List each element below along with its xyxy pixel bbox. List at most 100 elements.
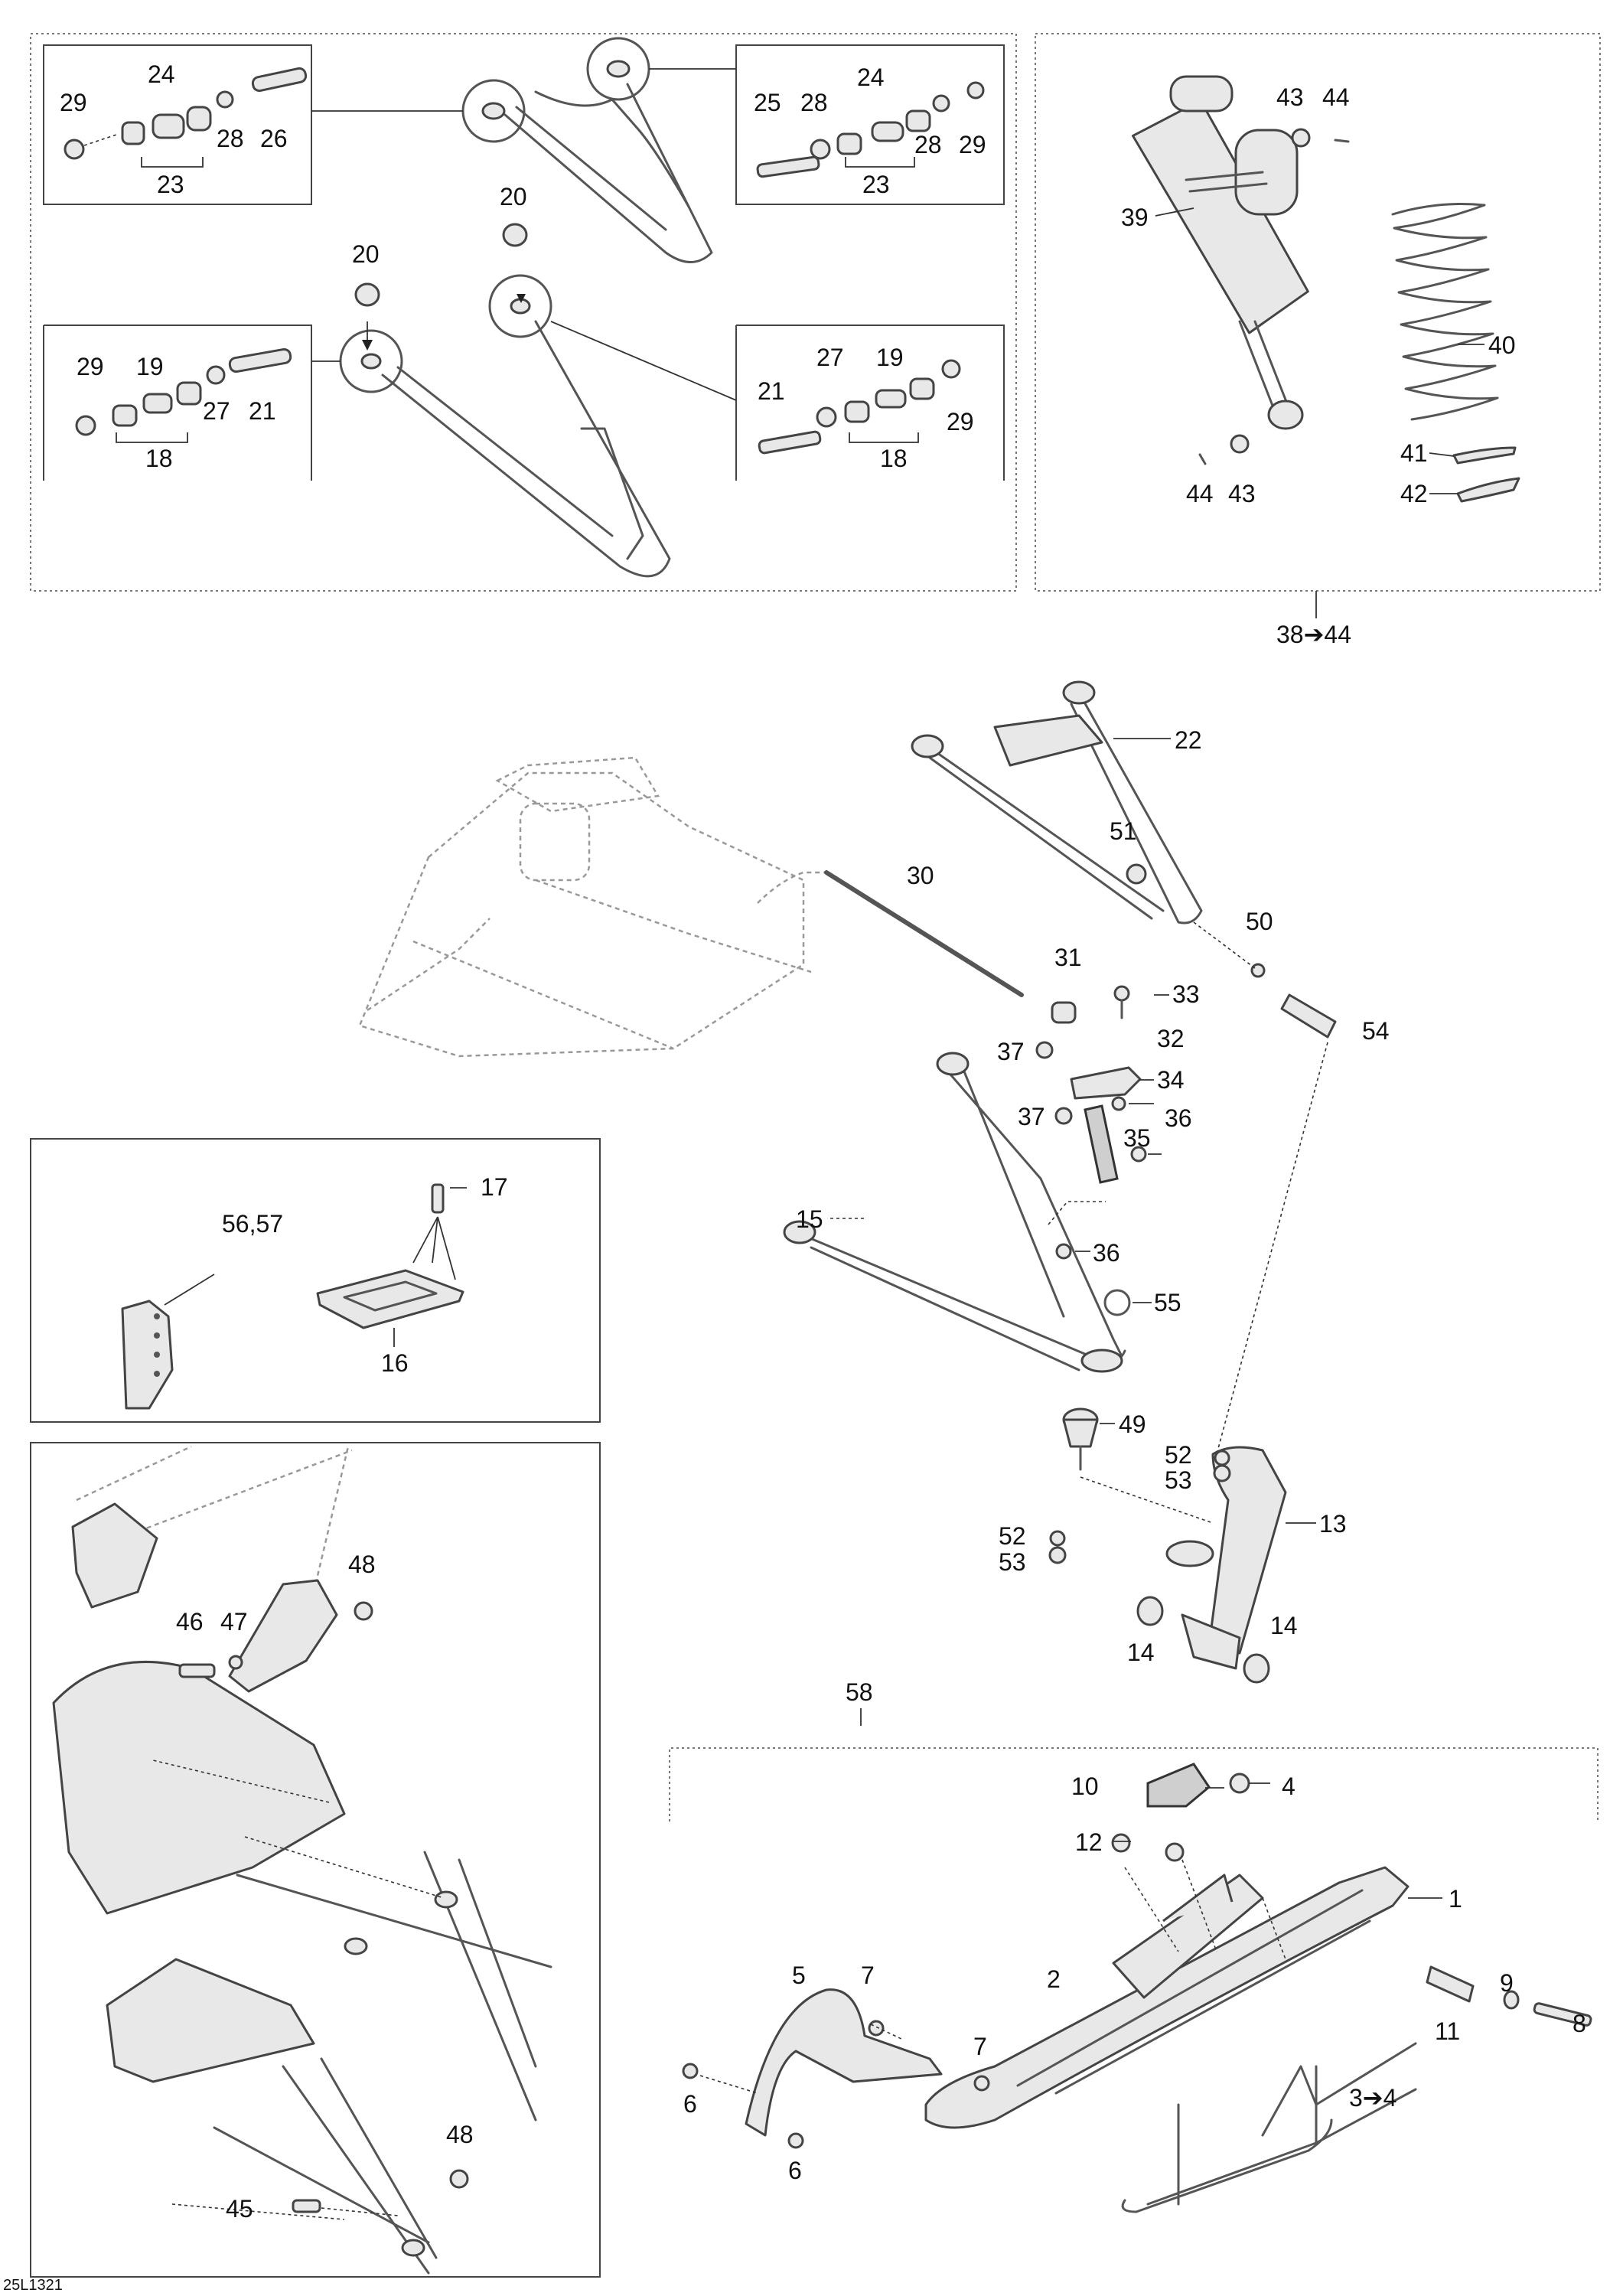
callout-1: 1 <box>1449 1885 1462 1913</box>
callout-42: 42 <box>1400 480 1428 507</box>
shock-absorber-frame <box>1035 33 1601 592</box>
bolt-8 <box>1533 2002 1592 2027</box>
nut-12 <box>1111 1833 1131 1853</box>
callout-labels: 24 29 28 26 23 20 20 25 28 24 28 29 23 2… <box>3 60 1586 2294</box>
pin-44b <box>1198 453 1207 465</box>
callout-52: 52 <box>999 1522 1026 1550</box>
bolt-7a <box>868 2020 885 2037</box>
callout-49: 49 <box>1119 1411 1146 1438</box>
callout-43: 43 <box>1228 480 1256 507</box>
drawing-code: 25L1321 <box>3 2277 63 2294</box>
frame-mounting-sketch <box>52 1445 552 2275</box>
nut-53b <box>1048 1546 1067 1564</box>
callout-14: 14 <box>1127 1639 1155 1666</box>
pin-44a <box>1334 139 1350 143</box>
bolt-36a <box>1130 1146 1147 1163</box>
callout-12: 12 <box>1075 1828 1103 1856</box>
washer-50 <box>1250 963 1266 978</box>
lower-a-arm-sketch <box>339 274 671 578</box>
washer-52b <box>1049 1530 1066 1547</box>
callout-27: 27 <box>203 397 230 425</box>
callout-48: 48 <box>446 2121 474 2148</box>
spring-stopper-42 <box>1456 477 1520 503</box>
callout-21: 21 <box>249 397 276 425</box>
callout-33: 33 <box>1172 980 1200 1008</box>
callout-30: 30 <box>907 862 934 889</box>
callout-36: 36 <box>1093 1239 1120 1267</box>
callout-34: 34 <box>1157 1066 1185 1094</box>
callout-47: 47 <box>220 1608 248 1636</box>
callout-18: 18 <box>880 445 908 472</box>
callout-29: 29 <box>959 131 986 158</box>
stabilizer-link-35 <box>1084 1104 1119 1184</box>
callout-20: 20 <box>500 183 527 210</box>
callout-7: 7 <box>861 1962 875 1989</box>
lower-left-bushing-box <box>43 325 312 481</box>
hardware-row-upper-right <box>756 81 985 178</box>
nut-48a <box>354 1601 373 1621</box>
callout-52: 52 <box>1165 1441 1192 1469</box>
upper-a-arm-22 <box>911 680 1203 925</box>
bracket-56-57 <box>121 1300 174 1410</box>
callout-19: 19 <box>136 353 164 380</box>
callout-24: 24 <box>857 64 885 91</box>
callout-50: 50 <box>1246 908 1273 935</box>
shock-absorber-sketch <box>1132 75 1309 430</box>
nut-37b <box>1054 1107 1073 1125</box>
callout-37: 37 <box>997 1038 1025 1065</box>
ski-handle-10 <box>1146 1763 1211 1808</box>
bolt-46 <box>178 1663 216 1678</box>
callout-26: 26 <box>260 125 288 152</box>
callout-40: 40 <box>1488 331 1516 359</box>
callout-29: 29 <box>60 89 87 116</box>
callout-8: 8 <box>1572 2010 1586 2037</box>
retaining-ring-55 <box>1103 1289 1131 1316</box>
lower-right-bushing-box <box>735 325 1005 481</box>
hardware-row-upper-left <box>64 67 308 160</box>
ski-group-bracket <box>669 1708 1599 1821</box>
callout-3-4: 3➔4 <box>1349 2084 1396 2112</box>
callout-45: 45 <box>226 2195 253 2223</box>
nut-34 <box>1111 1096 1126 1111</box>
callout-23: 23 <box>157 171 184 198</box>
washer-52a <box>1214 1450 1230 1466</box>
callout-27: 27 <box>816 344 844 371</box>
bolt-6a <box>682 2063 699 2079</box>
bushing-31 <box>1051 1001 1077 1024</box>
stabilizer-arm-32 <box>1070 1066 1142 1100</box>
callout-18: 18 <box>145 445 173 472</box>
callout-43: 43 <box>1276 83 1304 111</box>
frame-mounting-frame <box>30 1442 601 2278</box>
runner-3 <box>1121 2118 1333 2213</box>
callout-55: 55 <box>1154 1289 1181 1316</box>
nut-4 <box>1229 1773 1250 1794</box>
bolt-36b <box>1055 1243 1072 1260</box>
ball-joint-49 <box>1062 1407 1099 1471</box>
callout-13: 13 <box>1319 1510 1347 1538</box>
spring-retainer-41 <box>1452 446 1517 465</box>
callout-46: 46 <box>176 1608 204 1636</box>
callout-39: 39 <box>1121 204 1149 231</box>
callout-2: 2 <box>1047 1965 1061 1993</box>
callout-20: 20 <box>352 240 380 268</box>
hardware-row-lower-right <box>758 359 961 455</box>
bumper-plate-frame <box>30 1138 601 1423</box>
nut-37a <box>1035 1041 1054 1059</box>
callout-32: 32 <box>1157 1025 1185 1052</box>
upper-right-bushing-box <box>735 44 1005 205</box>
bolt-45 <box>292 2199 321 2213</box>
callout-17: 17 <box>481 1173 508 1201</box>
callout-51: 51 <box>1110 817 1137 845</box>
bushing-14a <box>1136 1596 1164 1626</box>
callout-36: 36 <box>1165 1104 1192 1132</box>
washer-20b <box>502 223 528 247</box>
callout-56-57: 56,57 <box>222 1210 283 1238</box>
callout-53: 53 <box>999 1548 1026 1576</box>
callout-28: 28 <box>217 125 244 152</box>
bushing-11 <box>1426 1965 1475 2003</box>
callout-14: 14 <box>1270 1612 1298 1639</box>
upper-a-arm-sketch <box>461 37 713 263</box>
plate-16 <box>316 1269 464 1329</box>
callout-41: 41 <box>1400 439 1428 467</box>
callout-19: 19 <box>876 344 904 371</box>
